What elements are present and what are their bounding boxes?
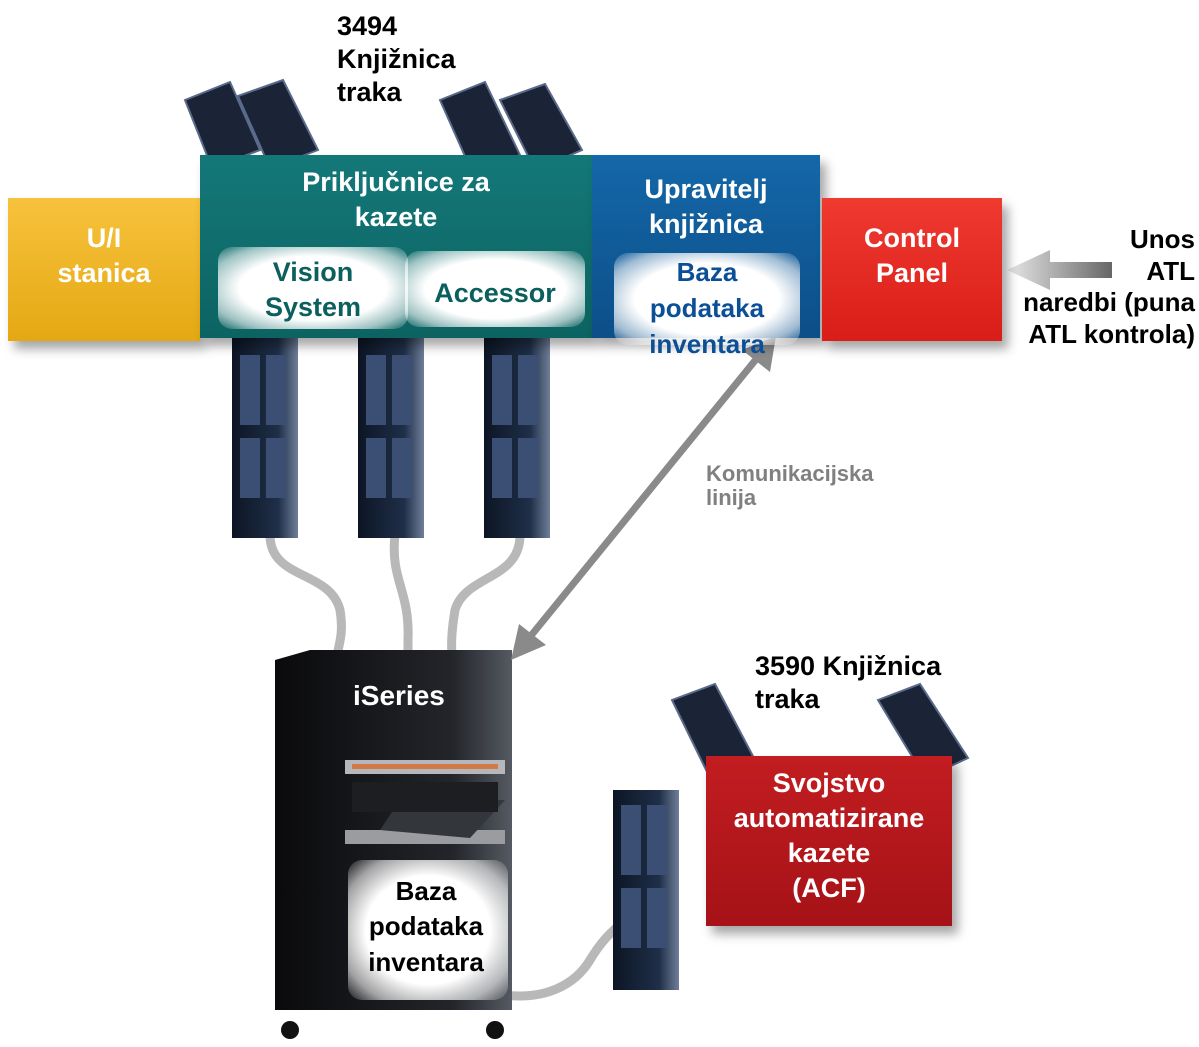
library-3590-label: 3590 Knjižnica traka: [755, 651, 942, 714]
library-manager-label: Upravitelj knjižnica: [644, 174, 768, 239]
inventory-db-bottom-glow: [348, 860, 508, 1000]
accessor-glow: [405, 251, 585, 327]
inventory-db-top-label: Baza podataka inventara: [649, 257, 765, 359]
vision-system-label: Vision System: [264, 257, 362, 322]
communication-arrow: [511, 336, 776, 660]
tape-cartridges-3494: [183, 78, 584, 174]
vision-system-glow: [218, 247, 408, 329]
communication-line-label: Komunikacijska linija: [706, 461, 874, 511]
tape-drive-2: [358, 338, 424, 538]
tape-drive-3590: [613, 790, 679, 990]
atl-input-arrow: [1007, 250, 1112, 290]
tape-cartridges-3590: [670, 682, 970, 780]
tape-drive-1: [232, 338, 298, 538]
io-station-box: U/I stanica: [8, 198, 200, 341]
inventory-db-bottom-label: Baza podataka inventara: [368, 876, 484, 977]
acf-box: Svojstvo automatizirane kazete (ACF): [706, 756, 952, 926]
io-station-label: U/I stanica: [57, 223, 151, 288]
control-panel-box: Control Panel: [822, 198, 1002, 341]
library-3494-label: 3494 Knjižnica traka: [337, 11, 456, 107]
iseries-label: iSeries: [353, 680, 445, 711]
acf-label: Svojstvo automatizirane kazete (ACF): [733, 768, 925, 904]
accessor-label: Accessor: [434, 278, 556, 308]
cartridge-slots-label: Priključnice za kazete: [302, 167, 490, 232]
atl-commands-label: Unos ATL naredbi (puna ATL kontrola): [1023, 224, 1195, 350]
tape-drive-3: [484, 338, 550, 538]
inventory-db-top-glow: [614, 253, 800, 345]
library-manager-box: Upravitelj knjižnica Baza podataka inven…: [592, 155, 820, 359]
cartridge-slots-box: Priključnice za kazete Vision System Acc…: [200, 155, 592, 338]
control-panel-label: Control Panel: [864, 223, 960, 288]
